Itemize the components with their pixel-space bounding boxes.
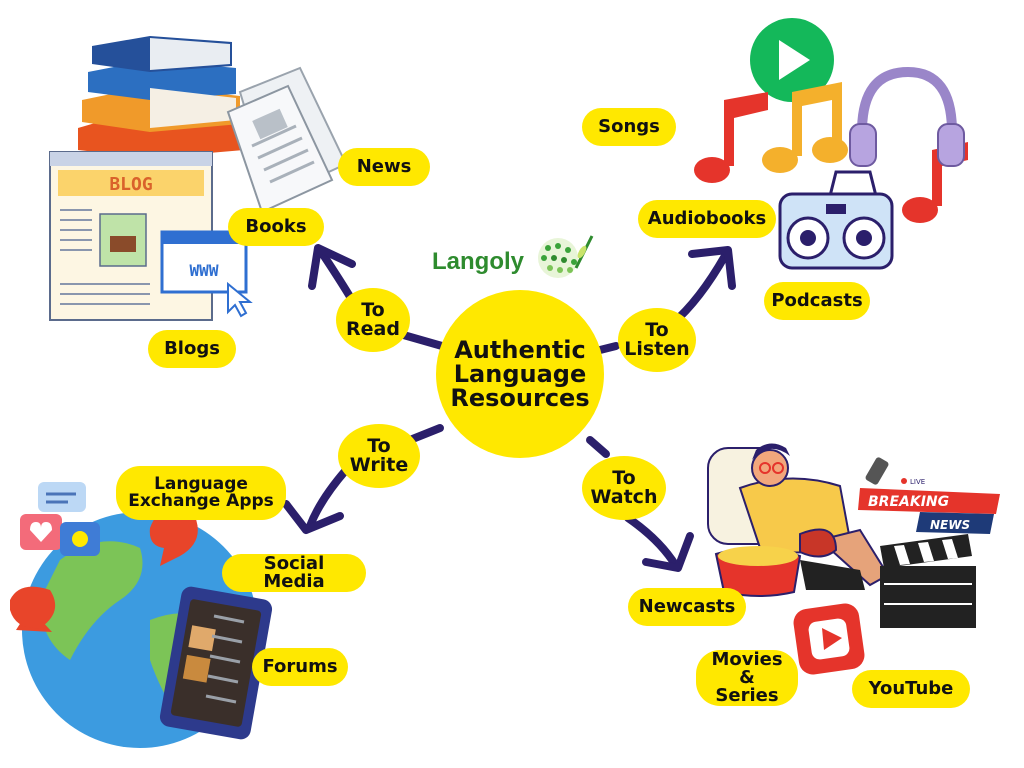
leaf-exchange-line-2: Exchange Apps [128,491,274,511]
person-watching-icon [707,443,890,597]
boombox-icon [778,170,894,270]
blog-window-icon: BLOG [49,151,213,321]
branch-to-read: To Read [336,288,410,352]
leaf-songs: Songs [582,108,676,146]
leaf-books: Books [228,208,324,246]
play-button-icon [750,18,834,102]
breaking-news-icon: LIVE BREAKING NEWS [858,478,1000,534]
center-line-2: Language [453,360,587,388]
branch-write-line-1: To [367,435,391,457]
chat-bubbles-icon [20,482,100,556]
leaf-blogs: Blogs [148,330,236,368]
branch-read-line-2: Read [346,318,400,340]
branch-watch-line-1: To [612,467,636,489]
center-line-3: Resources [450,384,590,412]
branch-write-line-2: Write [349,454,409,476]
leaf-movies-line-2: & Series [715,667,779,706]
branch-listen-line-1: To [645,319,669,341]
leaf-news: News [338,148,430,186]
leaf-youtube: YouTube [852,670,970,708]
branch-watch-line-2: Watch [590,486,658,508]
branch-read-line-1: To [361,299,385,321]
headphones-icon [849,66,965,167]
live-text: LIVE [910,478,925,486]
leaf-podcasts: Podcasts [764,282,870,320]
leaf-forums: Forums [252,648,348,686]
newspaper-icon [226,66,348,214]
leaf-exchange-line-1: Language [154,474,248,494]
tablet-forum-icon [159,586,273,740]
langoly-logo-icon [538,235,594,278]
www-window-icon: WWW [160,230,253,318]
leaf-newscasts: Newcasts [628,588,746,626]
leaf-language-exchange-apps: Language Exchange Apps [116,466,286,520]
books-stack-icon [78,36,244,158]
leaf-movies-series: Movies & Series [696,650,798,706]
leaf-movies-line-1: Movies [711,649,783,670]
leaf-social-media: Social Media [222,554,366,592]
news-banner-text: NEWS [930,518,970,532]
branch-listen-line-2: Listen [624,338,690,360]
clapperboard-icon [880,534,976,628]
center-line-1: Authentic [454,336,586,364]
center-node: Authentic Language Resources [436,290,604,458]
branch-to-listen: To Listen [618,308,696,372]
branch-to-write: To Write [338,424,420,488]
brand-name: Langoly [432,248,525,275]
blog-banner-text: BLOG [109,174,152,195]
breaking-text: BREAKING [868,494,949,510]
branch-to-watch: To Watch [582,456,666,520]
www-text: WWW [190,261,219,280]
leaf-audiobooks: Audiobooks [638,200,776,238]
youtube-icon [793,603,865,675]
